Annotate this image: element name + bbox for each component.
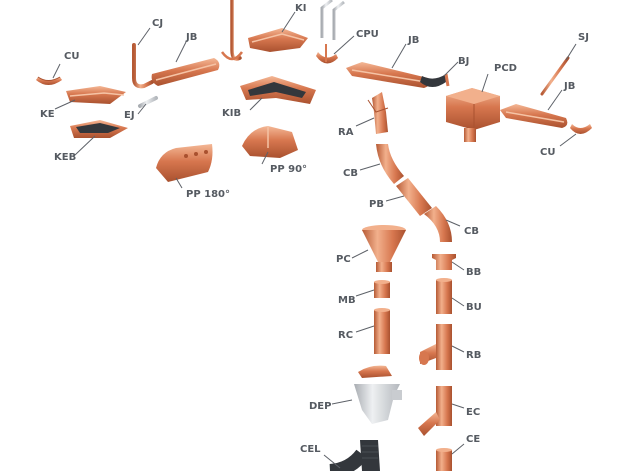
label-rb: RB [466, 350, 481, 361]
label-ec: EC [466, 407, 480, 418]
bu-part [436, 278, 452, 314]
rb-part [419, 324, 452, 370]
cb-upper-part [376, 144, 404, 184]
ke-part [66, 86, 126, 104]
label-bu: BU [466, 302, 482, 313]
label-cb-upper: CB [343, 168, 358, 179]
label-jb-right: JB [563, 81, 575, 92]
dep-part [354, 365, 402, 424]
label-sj: SJ [578, 32, 589, 43]
label-cu-left: CU [64, 51, 79, 62]
cu-right-part [570, 124, 592, 134]
label-cpu: CPU [356, 29, 379, 40]
jb-right-part [500, 104, 568, 128]
bj-part [420, 73, 450, 87]
label-jb-top-left: JB [185, 32, 197, 43]
ki-part [248, 28, 308, 52]
label-rc: RC [338, 330, 353, 341]
ec-part [418, 386, 452, 436]
label-dep: DEP [309, 401, 331, 412]
ce-part [436, 448, 452, 471]
label-jb-top-center: JB [407, 35, 419, 46]
label-ki: KI [295, 3, 306, 14]
bb-part [432, 254, 456, 270]
pp-180-part [156, 144, 213, 182]
pc-part [362, 225, 406, 272]
label-ra: RA [338, 127, 354, 138]
label-pb: PB [369, 199, 384, 210]
keb-part [70, 120, 128, 138]
label-pp-180: PP 180° [186, 189, 230, 200]
pp-90-part [242, 126, 298, 158]
label-cj: CJ [152, 18, 163, 29]
ej-part [138, 96, 158, 108]
cpu-part [316, 44, 338, 64]
label-ej: EJ [124, 110, 135, 121]
cj-part [132, 43, 154, 89]
sj-part [540, 56, 570, 96]
galvanised-hooks-part [320, 0, 345, 40]
jb-top-center-part [346, 62, 430, 88]
pcd-part [446, 88, 500, 142]
label-ce: CE [466, 434, 480, 445]
pb-part [396, 178, 432, 216]
ra-part [367, 92, 389, 134]
label-pc: PC [336, 254, 351, 265]
label-ke: KE [40, 109, 55, 120]
kib-part [240, 76, 316, 104]
label-bb: BB [466, 267, 481, 278]
label-mb: MB [338, 295, 356, 306]
label-cel: CEL [300, 444, 321, 455]
cb-lower-part [424, 206, 452, 242]
label-kib: KIB [222, 108, 241, 119]
label-pcd: PCD [494, 63, 517, 74]
label-cu-right: CU [540, 147, 555, 158]
rc-part [374, 308, 390, 354]
label-bj: BJ [458, 56, 469, 67]
label-pp-90: PP 90° [270, 164, 307, 175]
cu-left-part [36, 76, 62, 85]
label-cb-lower: CB [464, 226, 479, 237]
jb-top-left-part [151, 58, 220, 86]
hanger-part [220, 0, 244, 61]
mb-part [374, 280, 390, 298]
label-keb: KEB [54, 152, 76, 163]
